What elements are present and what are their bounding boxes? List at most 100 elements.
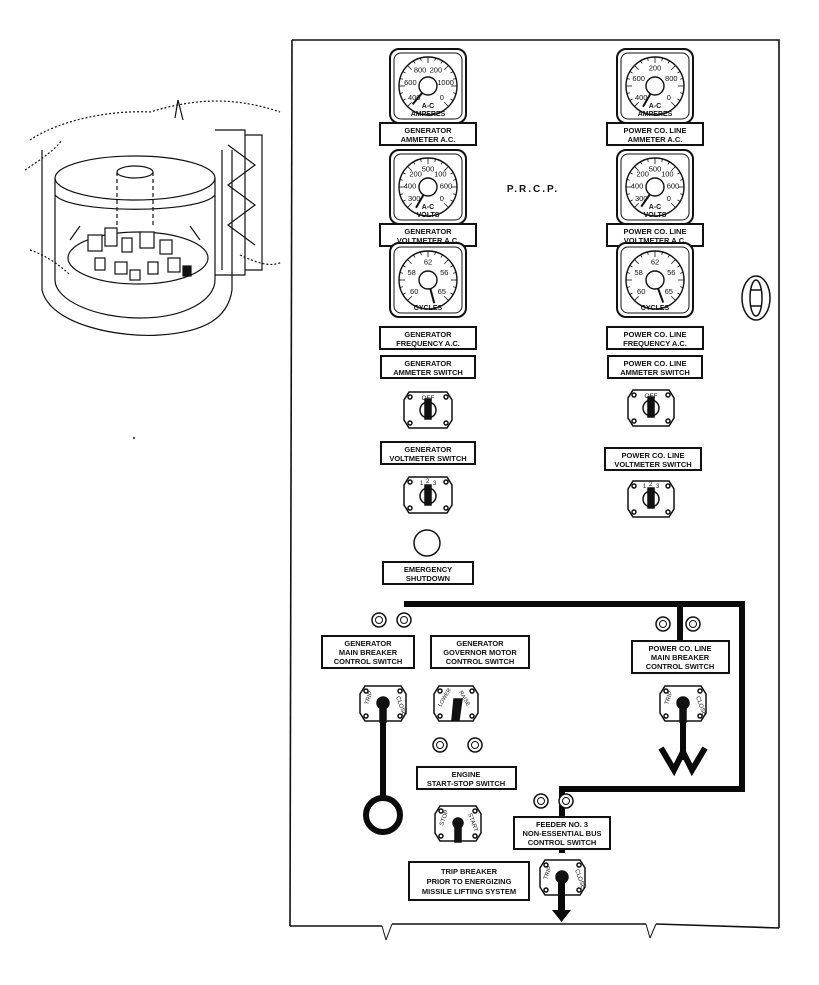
gen-voltmeter-tick-mark [399, 179, 403, 181]
pwr-ammeter-tick-mark [680, 78, 684, 80]
gen-frequency-tick-label: 65 [438, 287, 446, 296]
gen-voltmeter-tick-mark [453, 179, 457, 181]
gen-ammeter-tick-mark [420, 57, 422, 61]
svg-text:VOLTMETER SWITCH: VOLTMETER SWITCH [389, 454, 466, 463]
pwr-voltmeter-tick-mark [670, 166, 676, 172]
svg-text:FEEDER NO. 3: FEEDER NO. 3 [536, 820, 588, 829]
pwr-voltmeter-tick-label: 200 [636, 169, 649, 178]
pwr-voltmeter-hub [645, 177, 665, 197]
gen-ammeter-tick-label: 600 [404, 78, 417, 87]
gen-ammeter-type-label: A-C [422, 103, 434, 110]
gen-main-breaker-switch[interactable]: TRIP CLOSE [359, 685, 407, 723]
svg-text:OFF: OFF [422, 395, 435, 402]
door-handle-icon[interactable] [741, 275, 771, 321]
gen-ammeter-tick-mark [407, 101, 413, 107]
pwr-frequency-tick-label: 58 [635, 268, 643, 277]
emergency-shutdown-label: EMERGENCY SHUTDOWN [382, 561, 474, 585]
pilot-lamp-lens [537, 797, 545, 805]
pwr-frequency-tick-mark [634, 295, 640, 301]
pwr-frequency-tick-mark [667, 254, 670, 258]
pwr-ammeter-tick-label: 200 [649, 64, 662, 73]
gen-voltmeter-nameplate-line: VOLTMETER A.C. [397, 236, 460, 245]
svg-text:TRIP: TRIP [364, 691, 374, 706]
gen-frequency-tick-mark [453, 272, 457, 274]
pwr-voltmeter-tick-mark [647, 158, 649, 162]
pwr-ammeter-nameplate-line: AMMETER A.C. [628, 135, 683, 144]
gen-voltmeter-type-label: A-C [422, 204, 434, 211]
feeder-switch[interactable]: TRIP CLOSE [539, 859, 586, 896]
emergency-shutdown-button[interactable] [413, 529, 441, 557]
pwr-voltmeter-tick-mark [634, 202, 640, 208]
gen-ammeter-tick-mark [453, 78, 457, 80]
gen-frequency-tick-mark [407, 295, 413, 301]
gen-voltmeter-tick-mark [407, 202, 413, 208]
gen-ammeter-bezel-inner [393, 52, 463, 120]
trip-breaker-note: TRIP BREAKER PRIOR TO ENERGIZING MISSILE… [408, 861, 530, 901]
gen-frequency-tick-mark [420, 251, 422, 255]
gen-ammeter-nameplate-box [379, 122, 477, 146]
gen-voltmeter-tick-mark [434, 158, 436, 162]
load-fork-symbol [658, 745, 708, 777]
gen-voltmeter-tick-label: 0 [440, 194, 444, 203]
pwr-voltmeter-tick-label: 500 [649, 165, 662, 174]
gen-governor-switch[interactable]: LOWER RAISE [433, 685, 479, 722]
pilot-lamp-lens [400, 616, 408, 624]
pwr-voltmeter-tick-label: 400 [631, 181, 644, 190]
gen-frequency-tick-mark [443, 295, 449, 301]
gen-ammeter-tick-mark [450, 71, 454, 74]
pwr-ammeter-tick-mark [640, 60, 643, 64]
gen-voltmeter-tick-mark [450, 199, 454, 202]
gen-governor-label: GENERATOR GOVERNOR MOTOR CONTROL SWITCH [430, 635, 530, 669]
gen-ammeter-selector-knob[interactable]: OFF [403, 391, 453, 429]
pwr-ammeter-tick-mark [629, 71, 633, 74]
pilot-lamp-lens [375, 616, 383, 624]
pwr-ammeter-switch-label: POWER CO. LINE AMMETER SWITCH [607, 355, 703, 379]
pwr-voltmeter-bezel-inner [620, 153, 690, 221]
svg-text:TRIP: TRIP [543, 866, 553, 881]
pwr-main-breaker-switch[interactable]: TRIP CLOSE [659, 685, 707, 723]
pwr-voltmeter-tick-label: 300 [635, 194, 648, 203]
pwr-ammeter-hub [645, 76, 665, 96]
pwr-frequency-tick-mark [629, 292, 633, 295]
pwr-ammeter-selector-knob[interactable]: OFF [627, 389, 675, 427]
svg-text:AMMETER SWITCH: AMMETER SWITCH [620, 368, 690, 377]
pwr-voltmeter-tick-mark [677, 172, 681, 175]
gen-voltmeter-tick-mark [443, 166, 449, 172]
pilot-lamp-lens [436, 741, 444, 749]
svg-text:SHUTDOWN: SHUTDOWN [406, 574, 450, 583]
gen-ammeter-tick-mark [402, 98, 406, 101]
svg-text:1: 1 [643, 484, 647, 490]
svg-text:START-STOP SWITCH: START-STOP SWITCH [427, 779, 505, 788]
bus-lines [380, 601, 745, 853]
pwr-frequency-tick-mark [680, 286, 684, 288]
feeder-switch-label: FEEDER NO. 3 NON-ESSENTIAL BUS CONTROL S… [513, 816, 611, 850]
gen-ammeter-tick-mark [399, 92, 403, 94]
pwr-voltmeter-selector-knob[interactable]: 1 2 3 [627, 480, 675, 518]
pwr-voltmeter-unit-label: VOLTS [644, 212, 667, 219]
gen-voltmeter-selector-knob[interactable]: 1 2 3 [403, 476, 453, 514]
pwr-frequency-tick-mark [626, 286, 630, 288]
pwr-frequency-tick-mark [647, 251, 649, 255]
gen-ammeter-nameplate-line: AMMETER A.C. [401, 135, 456, 144]
pwr-voltmeter-nameplate-line: POWER CO. LINE [624, 227, 687, 236]
pwr-ammeter-nameplate-box [606, 122, 704, 146]
gen-ammeter-switch-label: GENERATOR AMMETER SWITCH [380, 355, 476, 379]
svg-text:STOP: STOP [439, 809, 450, 826]
pwr-frequency-unit-label: CYCLES [641, 305, 670, 312]
svg-text:2: 2 [649, 482, 653, 488]
gen-ammeter-tick-mark [407, 65, 413, 71]
gen-frequency-tick-mark [440, 254, 443, 258]
gen-ammeter-tick-mark [453, 92, 457, 94]
gen-frequency-tick-mark [443, 259, 449, 265]
gen-ammeter-tick-label: 200 [430, 65, 443, 74]
pwr-voltmeter-tick-mark [640, 161, 643, 165]
pwr-ammeter-type-label: A-C [649, 103, 661, 110]
gen-voltmeter-tick-label: 100 [434, 169, 447, 178]
engine-start-stop-switch[interactable]: STOP START [434, 805, 482, 843]
gen-ammeter-tick-mark [450, 98, 454, 101]
pwr-ammeter-tick-mark [629, 98, 633, 101]
pwr-frequency-tick-mark [677, 265, 681, 268]
